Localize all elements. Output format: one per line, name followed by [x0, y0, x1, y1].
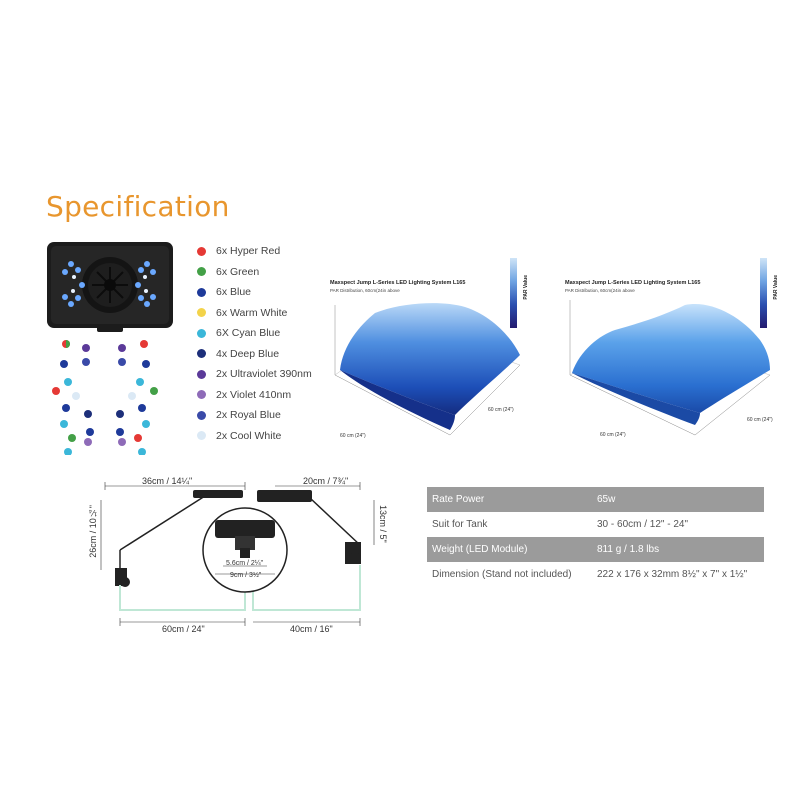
led-color-dot [197, 246, 206, 256]
spec-label: Weight (LED Module) [427, 537, 592, 562]
chart-2-subtitle: PAR Distribution, 60cm(24in above [565, 288, 635, 293]
led-fixture-image [47, 242, 173, 332]
legend-item: 6x Hyper Red [197, 243, 280, 259]
dim-clamp-outer: 9cm / 3½" [230, 572, 262, 579]
chart-2-x-label: 60 cm (24") [600, 432, 626, 438]
page-title: Specification [46, 190, 230, 223]
spec-label: Suit for Tank [427, 512, 592, 537]
table-row: Rate Power 65w [427, 487, 764, 512]
table-row: Dimension (Stand not included) 222 x 176… [427, 562, 764, 587]
spec-value: 30 - 60cm / 12" - 24" [592, 512, 764, 537]
legend-item: 6x Green [197, 264, 259, 280]
led-layout-diagram [52, 340, 158, 455]
legend-item: 2x Cool White [197, 428, 281, 444]
led-color-dot [197, 410, 206, 420]
led-color-dot [197, 308, 206, 317]
spec-value: 65w [592, 487, 764, 512]
chart-2-colorbar [760, 258, 767, 328]
spec-value: 222 x 176 x 32mm 8½" x 7" x 1½" [592, 562, 764, 587]
table-row: Suit for Tank 30 - 60cm / 12" - 24" [427, 512, 764, 537]
legend-item: 6x Blue [197, 284, 251, 300]
legend-label: 2x Ultraviolet 390nm [216, 368, 312, 380]
chart-2-y-label: 60 cm (24") [747, 417, 773, 423]
par-chart-1: Maxspect Jump L-Series LED Lighting Syst… [305, 255, 530, 445]
par-surface-1 [334, 303, 521, 436]
spec-label: Dimension (Stand not included) [427, 562, 592, 587]
legend-label: 6x Blue [216, 286, 252, 298]
chart-1-title: Maxspect Jump L-Series LED Lighting Syst… [330, 280, 466, 286]
led-color-dot [197, 349, 206, 358]
led-color-dot [197, 390, 206, 399]
legend-label: 6x Warm White [216, 306, 288, 319]
par-surface-2 [569, 300, 771, 436]
legend-label: 2x Violet 410nm [216, 388, 292, 401]
legend-label: 6x Green [216, 265, 260, 278]
led-color-dot [197, 267, 206, 276]
led-color-dot [197, 369, 206, 379]
chart-1-y-label: 60 cm (24") [488, 407, 514, 413]
legend-label: 2x Royal Blue [216, 409, 281, 421]
legend-label: 2x Cool White [216, 429, 282, 442]
legend-item: 4x Deep Blue [197, 346, 279, 362]
spec-label: Rate Power [427, 487, 592, 512]
table-row: Weight (LED Module) 811 g / 1.8 lbs [427, 537, 764, 562]
chart-2-title: Maxspect Jump L-Series LED Lighting Syst… [565, 280, 701, 286]
mounting-diagram [100, 482, 375, 626]
dim-tank-left: 60cm / 24" [162, 624, 205, 634]
chart-1-subtitle: PAR Distribution, 60cm(24in above [330, 288, 400, 293]
spec-value: 811 g / 1.8 lbs [592, 537, 764, 562]
legend-label: 6X Cyan Blue [216, 327, 281, 339]
par-chart-2: Maxspect Jump L-Series LED Lighting Syst… [555, 255, 780, 445]
legend-label: 6x Hyper Red [216, 245, 281, 257]
dim-tank-right: 40cm / 16" [290, 624, 333, 634]
dim-arm-length-short: 20cm / 7¾" [303, 476, 349, 486]
legend-item: 6x Warm White [197, 305, 287, 321]
spec-table: Rate Power 65w Suit for Tank 30 - 60cm /… [427, 487, 764, 587]
chart-2-colorbar-label: PAR Value [773, 275, 779, 300]
legend-item: 2x Royal Blue [197, 407, 281, 423]
legend-item: 6X Cyan Blue [197, 325, 280, 341]
led-color-dot [197, 431, 206, 440]
legend-item: 2x Violet 410nm [197, 387, 291, 403]
dim-clamp-inner: 5.6cm / 2¼" [226, 560, 264, 567]
legend-label: 4x Deep Blue [216, 347, 280, 360]
chart-1-colorbar-label: PAR Value [523, 275, 529, 300]
chart-1-x-label: 60 cm (24") [340, 433, 366, 439]
led-color-dot [197, 287, 206, 297]
dim-height-right: 13cm / 5" [378, 505, 388, 543]
dim-height-left: 26cm / 10¼" [88, 505, 98, 558]
dim-arm-length: 36cm / 14¼" [142, 476, 193, 486]
led-color-dot [197, 328, 206, 338]
chart-1-colorbar [510, 258, 517, 328]
legend-item: 2x Ultraviolet 390nm [197, 366, 312, 382]
